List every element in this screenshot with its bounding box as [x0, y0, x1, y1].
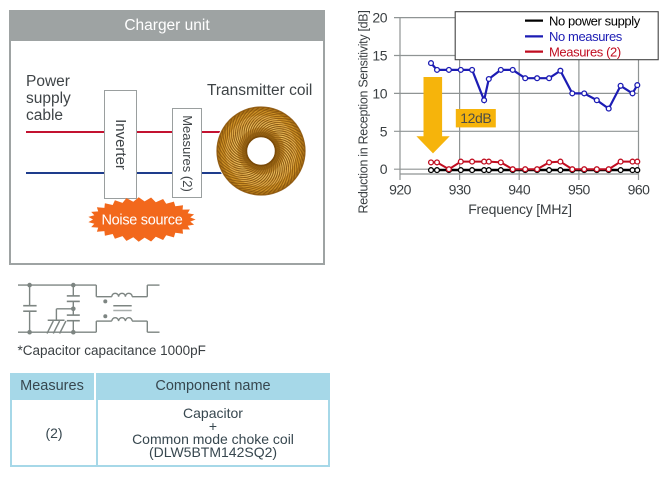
svg-text:5: 5: [380, 123, 388, 139]
svg-text:940: 940: [508, 182, 531, 198]
svg-text:No measures: No measures: [549, 29, 623, 44]
svg-text:950: 950: [568, 182, 591, 198]
svg-text:15: 15: [372, 48, 387, 64]
svg-text:12dB: 12dB: [460, 110, 491, 126]
svg-text:Noise source: Noise source: [101, 213, 182, 229]
svg-text:920: 920: [389, 182, 412, 198]
svg-text:Measures (2): Measures (2): [549, 44, 621, 59]
svg-text:0: 0: [380, 161, 388, 177]
svg-text:Reduction in Reception Sensiti: Reduction in Reception Sensitivity [dB]: [357, 11, 371, 214]
svg-text:No power supply: No power supply: [549, 13, 641, 28]
svg-text:10: 10: [372, 85, 387, 101]
svg-text:960: 960: [628, 182, 651, 198]
svg-text:930: 930: [449, 182, 472, 198]
svg-text:20: 20: [372, 10, 387, 26]
svg-text:Frequency [MHz]: Frequency [MHz]: [468, 201, 572, 217]
